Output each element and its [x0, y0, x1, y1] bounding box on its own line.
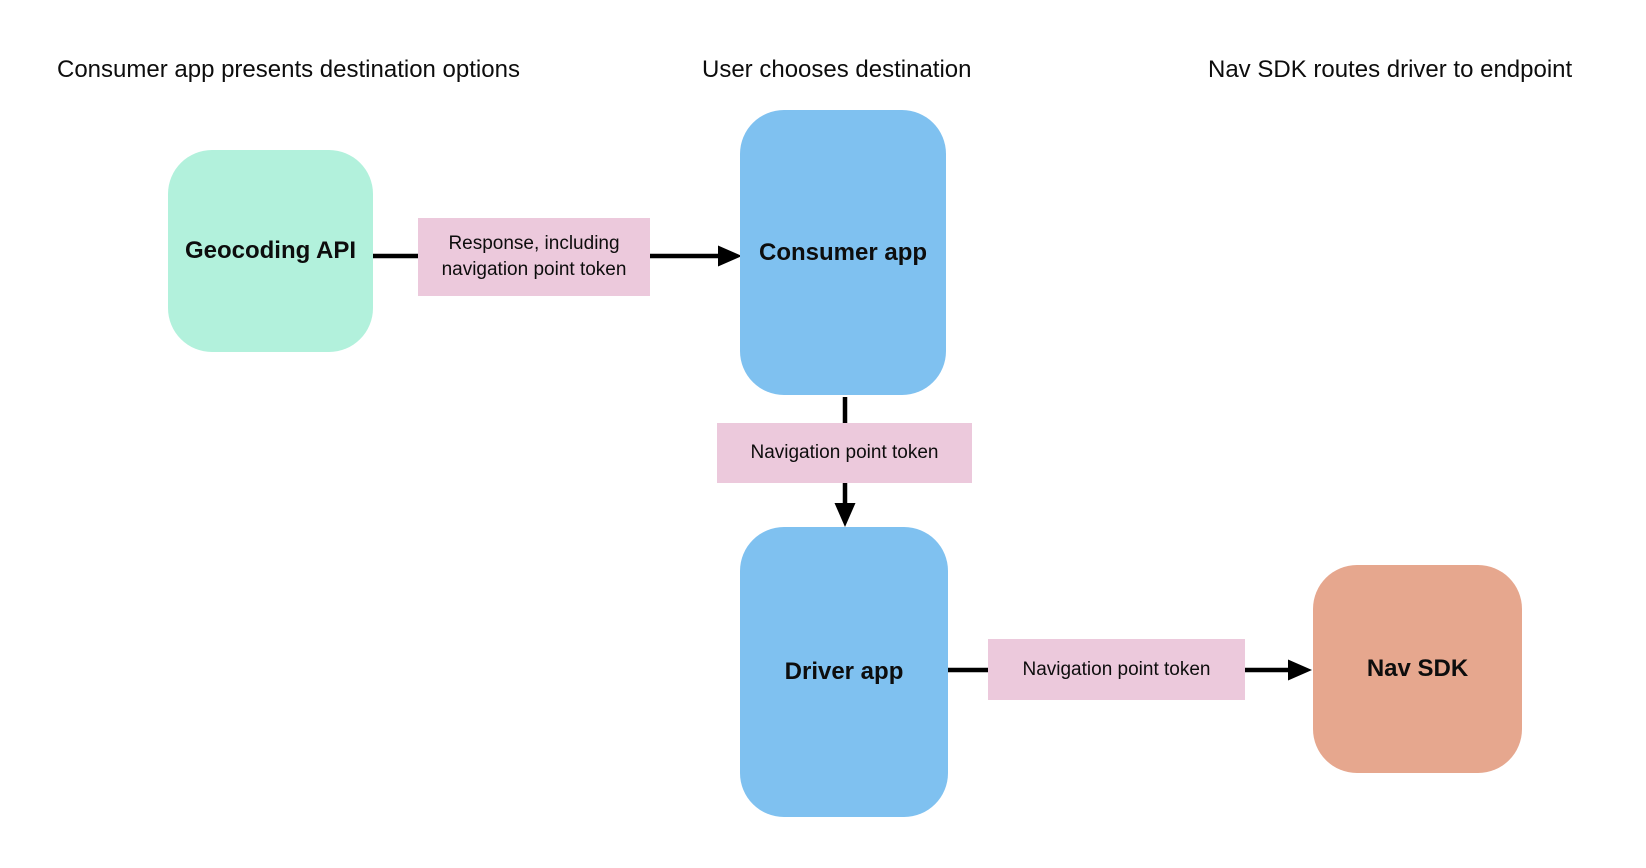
node-driver-app-label: Driver app — [784, 658, 904, 685]
node-consumer-app: Consumer app — [740, 110, 946, 395]
node-driver-app: Driver app — [740, 527, 948, 817]
edge-label-navigation-point-token-2-text: Navigation point token — [1022, 658, 1211, 680]
edge-label-navigation-point-token-1: Navigation point token — [717, 423, 972, 483]
edge-label-response-token: Response, including navigation point tok… — [418, 218, 650, 296]
edge-label-navigation-point-token-2: Navigation point token — [988, 639, 1245, 700]
node-geocoding-api: Geocoding API — [168, 150, 373, 352]
heading-navsdk-routes: Nav SDK routes driver to endpoint — [1208, 56, 1573, 83]
edge-label-navigation-point-token-1-text: Navigation point token — [750, 442, 939, 463]
node-nav-sdk-label: Nav SDK — [1366, 655, 1469, 682]
heading-consumer-presents: Consumer app presents destination option… — [57, 56, 520, 83]
node-nav-sdk: Nav SDK — [1313, 565, 1522, 773]
node-geocoding-api-label: Geocoding API — [184, 237, 357, 264]
heading-user-chooses: User chooses destination — [702, 56, 972, 83]
node-consumer-app-label: Consumer app — [758, 238, 928, 266]
edge-label-response-token-text: Response, including navigation point tok… — [441, 233, 627, 280]
